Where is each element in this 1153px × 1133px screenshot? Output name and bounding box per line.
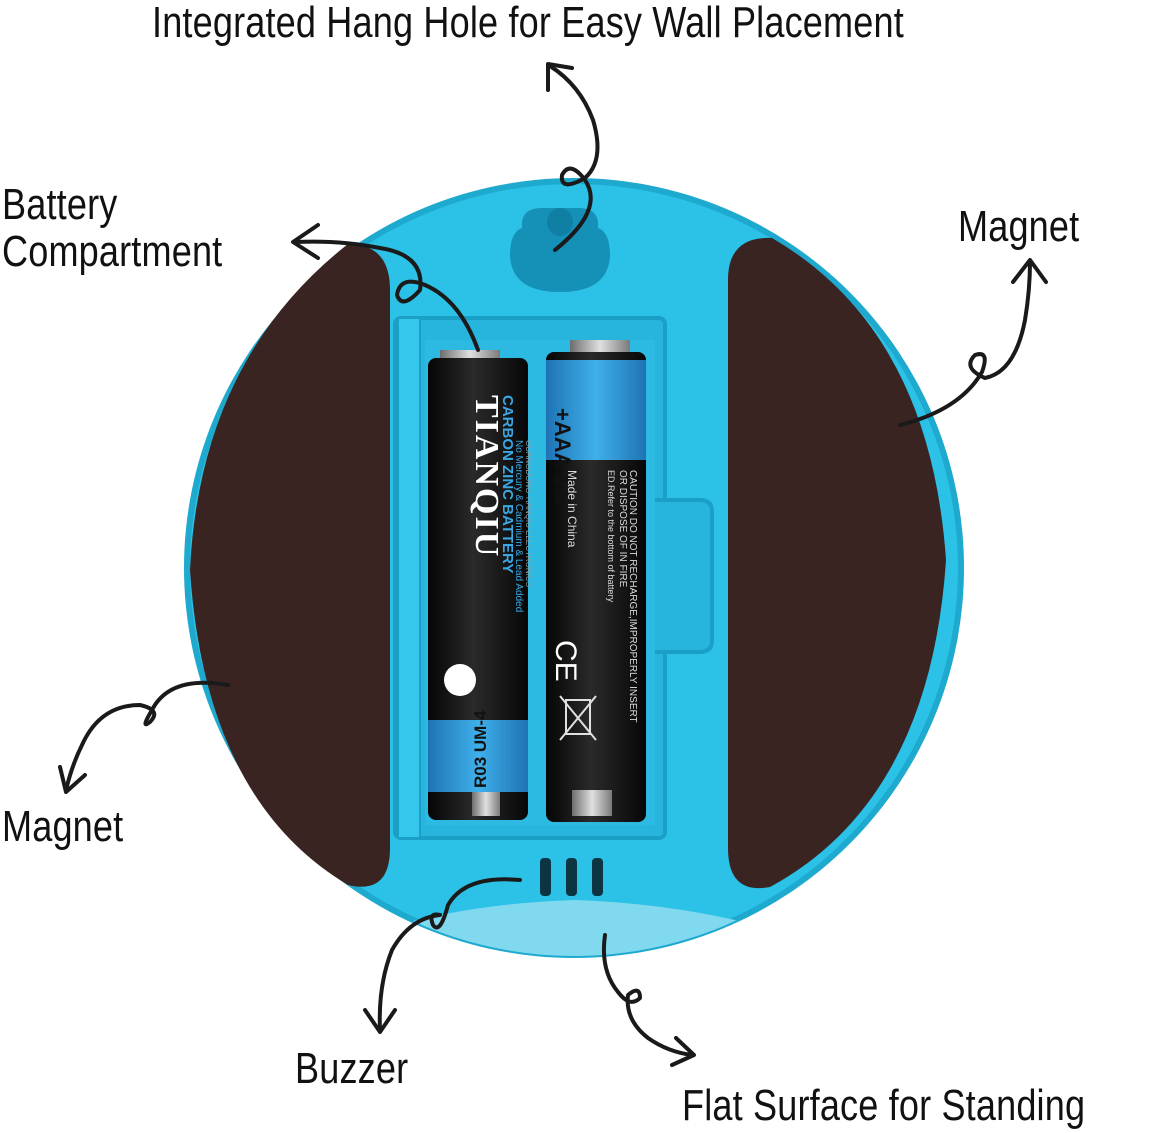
arrow-hang-hole — [546, 62, 600, 252]
battery-door-edge — [397, 317, 421, 839]
battery-right: +AAA 1.5 Made in China CAUTION DO NOT RE… — [546, 340, 646, 822]
label-flat-surface: Flat Surface for Standing — [682, 1081, 1086, 1130]
label-buzzer: Buzzer — [295, 1044, 409, 1093]
battery-right-caution2: OR DISPOSE OF IN FIRE — [617, 470, 628, 588]
arrow-battery-compartment — [291, 223, 480, 352]
battery-right-origin: Made in China — [565, 470, 579, 548]
label-hang-hole: Integrated Hang Hole for Easy Wall Place… — [152, 0, 904, 47]
recycle-bin-icon — [559, 695, 597, 741]
label-magnet-left: Magnet — [2, 802, 124, 851]
battery-left-type: CARBON ZINC BATTERY — [499, 395, 516, 573]
hang-hole — [510, 208, 610, 292]
arrow-flat-surface — [601, 933, 696, 1067]
battery-right-caution3: ED.Refer to the bottom of battery — [606, 470, 616, 603]
label-magnet-right: Magnet — [958, 202, 1080, 251]
battery-right-size: +AAA 1.5 — [550, 408, 575, 504]
label-battery-line1: Battery — [2, 180, 118, 229]
compartment-notch — [655, 498, 714, 654]
magnet-right — [728, 237, 946, 889]
arrow-magnet-right — [898, 258, 1048, 427]
battery-right-caution: CAUTION DO NOT RECHARGE,IMPROPERLY INSER… — [627, 470, 638, 723]
arrow-buzzer — [363, 877, 522, 1034]
buzzer-vents — [540, 858, 603, 896]
battery-right-ce: CE — [549, 640, 582, 682]
battery-left: TIANQIU CARBON ZINC BATTERY No Mercury &… — [428, 350, 533, 820]
battery-left-brand: TIANQIU — [468, 395, 505, 558]
battery-left-code: R03 UM-4 — [471, 710, 490, 788]
battery-left-maker: GUANGDONG TIANQIU ELECTRONICS — [524, 440, 533, 587]
label-battery-compartment: Battery Compartment — [2, 180, 223, 276]
label-battery-line2: Compartment — [2, 226, 223, 276]
arrow-magnet-left — [58, 680, 230, 794]
magnet-left — [190, 244, 390, 887]
hang-hole-slot — [547, 208, 573, 236]
battery-left-logo — [444, 664, 476, 696]
battery-left-note: No Mercury & Cadmium & Lead Added — [513, 440, 524, 612]
timer-device: TIANQIU CARBON ZINC BATTERY No Mercury &… — [184, 178, 964, 958]
